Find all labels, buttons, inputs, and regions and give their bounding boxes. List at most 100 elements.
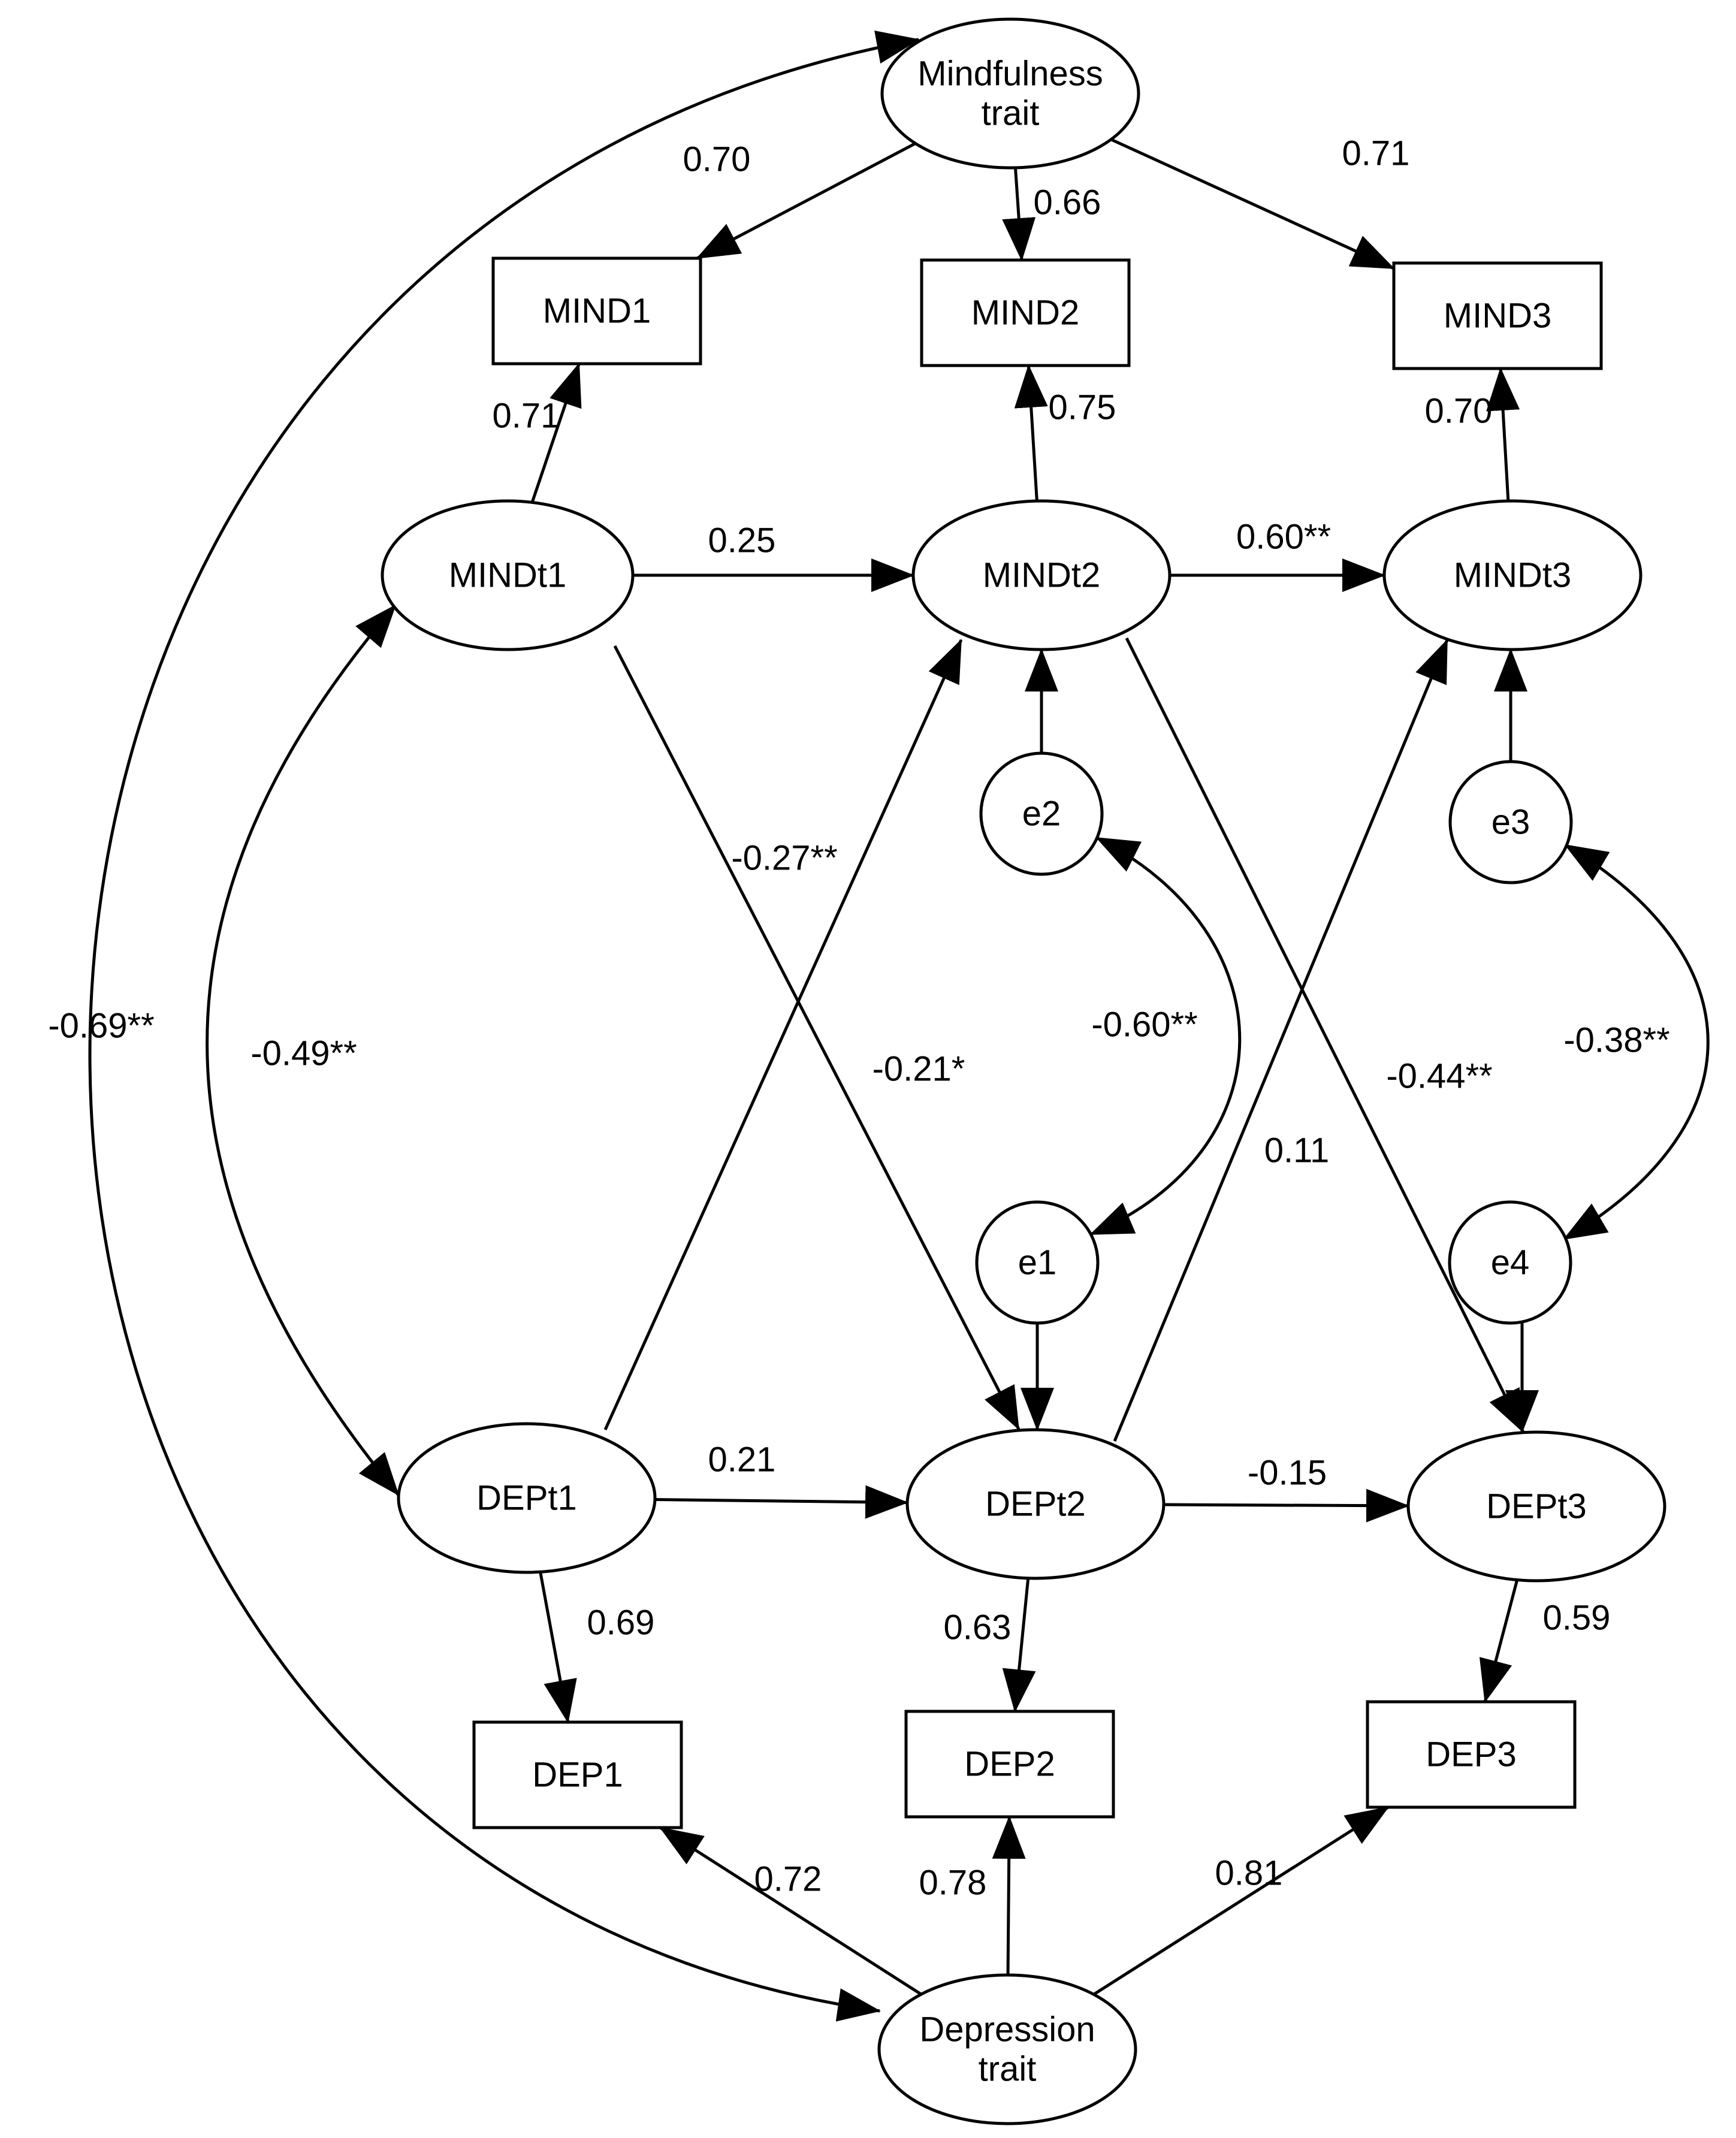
node-mindt1: MINDt1 [381,499,635,651]
edge-e3-e4 [1563,843,1710,1241]
node-mindt3-label-0: MINDt3 [1454,556,1572,595]
node-dep_trait-label-0: Depression [919,2010,1095,2049]
edge-mt-mind3 [1110,138,1395,270]
edge-label-mt-mind1: 0.70 [683,140,751,179]
node-dept1: DEPt1 [397,1422,657,1574]
edge-label-dept2-dep2: 0.63 [944,1608,1012,1647]
node-mind2-label-0: MIND2 [971,294,1079,333]
node-dep3-box [1366,1700,1577,1809]
edge-mindt1-dept2 [613,645,1021,1430]
edge-label-mindt3-mind3: 0.70 [1425,392,1493,431]
edge-label-dt-dep2: 0.78 [919,1864,987,1903]
node-e1-circle [975,1200,1100,1325]
node-dept3-ellipse [1406,1430,1666,1583]
edge-label-mindt2-dept3: -0.44** [1386,1057,1492,1096]
node-mind_trait-label-1: trait [982,94,1040,133]
node-dept2-ellipse [905,1428,1166,1580]
edge-dept2-dep2 [1002,1578,1036,1713]
node-mindt2-label-0: MINDt2 [983,556,1101,595]
edge-label-mindt1-mindt2: 0.25 [708,521,776,560]
node-e4: e4 [1448,1200,1572,1325]
edge-mindt1-mind1 [530,363,582,503]
node-mind_trait-ellipse [880,17,1140,170]
edge-label-dept3-dep3: 0.59 [1543,1599,1611,1638]
edge-mindt1-dept1 [206,604,400,1496]
node-e2-circle [979,751,1104,876]
node-dept2: DEPt2 [905,1428,1166,1580]
edge-dt-dep3 [1092,1805,1390,1996]
edges-layer [88,31,1710,2022]
node-dept3: DEPt3 [1406,1430,1666,1583]
node-dep1-label-0: DEP1 [532,1756,623,1795]
edge-label-dt-dep3: 0.81 [1215,1854,1283,1893]
node-e4-label-0: e4 [1491,1243,1530,1282]
node-mind2-box [920,258,1131,367]
node-e4-circle [1448,1200,1572,1325]
node-mind1-label-0: MIND1 [543,292,651,331]
edge-label-dept1-dep1: 0.69 [587,1604,655,1642]
node-dep2: DEP2 [904,1710,1115,1819]
node-dep_trait-label-1: trait [979,2050,1037,2089]
edge-labels-layer: 0.70 0.66 0.71 0.71 0.75 0.70 0.25 0.60** -0.27*… [48,134,1669,1903]
node-e1: e1 [975,1200,1100,1325]
node-mindt2: MINDt2 [911,499,1172,651]
node-mind3: MIND3 [1392,261,1603,370]
edge-dept3-dep3 [1479,1579,1519,1703]
edge-label-mt-mind2: 0.66 [1034,183,1101,222]
edge-dept1-dep1 [539,1571,577,1723]
node-dept3-label-0: DEPt3 [1486,1487,1587,1526]
edge-label-mt-mind3: 0.71 [1342,134,1410,173]
edge-label-dept1-mindt2: -0.21* [872,1050,965,1089]
node-e2-label-0: e2 [1022,795,1061,834]
node-dep3-label-0: DEP3 [1426,1735,1517,1774]
edge-label-mindt2-mind2: 0.75 [1049,388,1116,427]
node-dept1-ellipse [397,1422,657,1574]
node-dep_trait-ellipse [877,1973,1137,2125]
node-mindt2-ellipse [911,499,1172,651]
edge-label-dt-dep1: 0.72 [754,1860,822,1899]
node-dep3: DEP3 [1366,1700,1577,1809]
edge-label-dept2-mindt3: 0.11 [1264,1131,1330,1170]
edge-mindt2-dept3 [1125,637,1525,1433]
edge-label-mindt2-mindt3: 0.60** [1236,518,1331,557]
node-e1-label-0: e1 [1018,1243,1057,1282]
edge-mindt3-mind3 [1486,367,1520,502]
node-e3: e3 [1448,760,1573,884]
edge-dt-dep2 [992,1816,1026,1976]
node-mind_trait-label-0: Mindfulness [917,55,1103,93]
node-e2: e2 [979,751,1104,876]
node-mindt3: MINDt3 [1382,499,1643,651]
node-mindt3-ellipse [1382,499,1643,651]
edge-mindt2-mind2 [1014,364,1048,502]
node-mind3-box [1392,261,1603,370]
edge-dept2-mindt3 [1113,639,1449,1442]
edge-mt-dt [88,31,920,2022]
node-dept2-label-0: DEPt2 [985,1485,1086,1524]
edge-dept2-dept3 [1163,1488,1410,1523]
node-dep2-box [904,1710,1115,1819]
edge-label-dept2-dept3: -0.15 [1248,1454,1327,1493]
node-mind1-box [491,256,702,366]
edge-label-e2-e1: -0.60** [1091,1005,1197,1044]
edge-e2-e1 [1089,836,1242,1236]
edge-label-e3-e4: -0.38** [1563,1021,1669,1060]
node-dept1-label-0: DEPt1 [476,1479,577,1518]
edge-label-mt-dt: -0.69** [48,1007,154,1046]
node-dep1: DEP1 [472,1720,683,1829]
edge-label-mindt1-dept2: -0.27** [731,839,837,878]
node-mindt1-label-0: MINDt1 [449,556,567,595]
edge-dept1-mindt2 [603,639,963,1431]
edge-label-mindt1-dept1: -0.49** [250,1034,357,1073]
node-mind1: MIND1 [491,256,702,366]
node-dep2-label-0: DEP2 [964,1745,1055,1784]
edge-label-mindt1-mind1: 0.71 [493,397,560,436]
node-mind3-label-0: MIND3 [1444,297,1551,336]
node-e3-label-0: e3 [1492,803,1530,842]
node-mind2: MIND2 [920,258,1131,367]
node-e3-circle [1448,760,1573,884]
edge-dept1-dept2 [654,1485,909,1519]
